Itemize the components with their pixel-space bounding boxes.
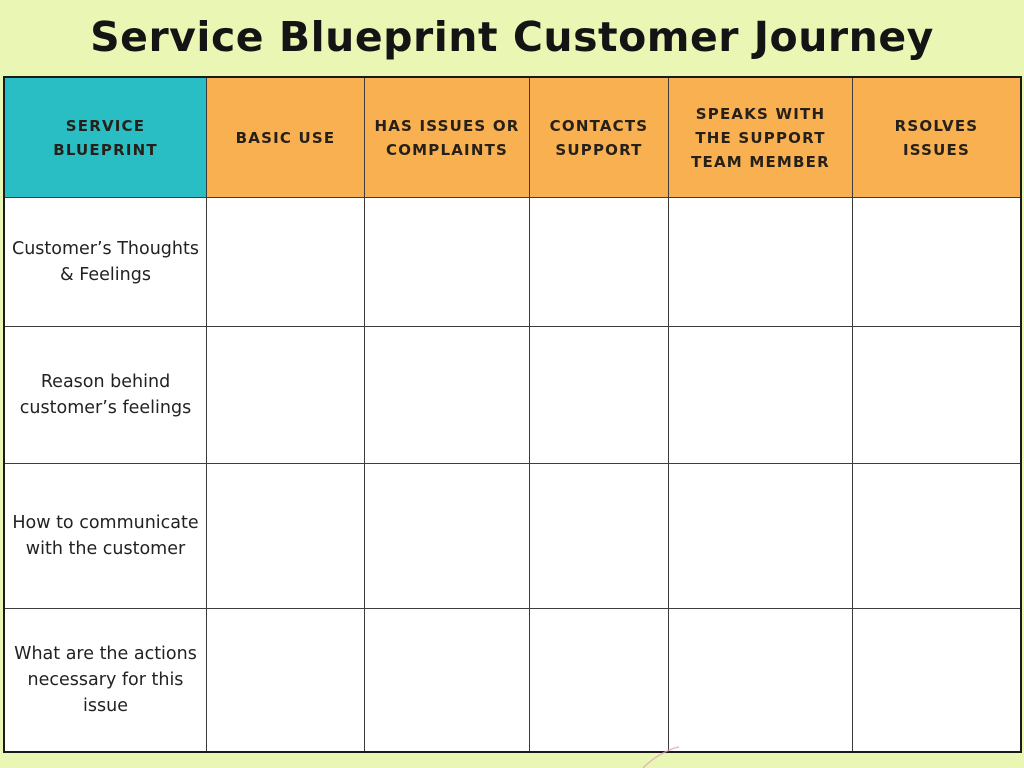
table-cell [853,198,1020,327]
table-cell [530,609,669,751]
table-cell [853,609,1020,751]
page-title: Service Blueprint Customer Journey [90,13,934,61]
table-cell [669,327,853,464]
table-cell [853,327,1020,464]
row-label-actions-necessary: What are the actions necessary for this … [5,609,207,751]
table-cell [365,464,530,609]
table-cell [530,198,669,327]
header-cell-rsolves-issues: RSOLVES ISSUES [853,78,1020,198]
row-label-how-to-communicate: How to communicate with the customer [5,464,207,609]
table-cell [853,464,1020,609]
header-cell-has-issues: HAS ISSUES OR COMPLAINTS [365,78,530,198]
table-cell [365,198,530,327]
table-cell [669,464,853,609]
header-cell-basic-use: BASIC USE [207,78,365,198]
table-cell [669,198,853,327]
table-cell [530,327,669,464]
table-cell [207,609,365,751]
header-cell-contacts-support: CONTACTS SUPPORT [530,78,669,198]
row-label-reason-behind: Reason behind customer’s feelings [5,327,207,464]
table-cell [365,609,530,751]
table-cell [365,327,530,464]
table-cell [207,464,365,609]
service-blueprint-table: SERVICE BLUEPRINT BASIC USE HAS ISSUES O… [3,76,1022,753]
table-cell [669,609,853,751]
table-cell [207,327,365,464]
header-cell-speaks-with-team: SPEAKS WITH THE SUPPORT TEAM MEMBER [669,78,853,198]
header-cell-service-blueprint: SERVICE BLUEPRINT [5,78,207,198]
table-cell [530,464,669,609]
table-cell [207,198,365,327]
row-label-thoughts-feelings: Customer’s Thoughts & Feelings [5,198,207,327]
